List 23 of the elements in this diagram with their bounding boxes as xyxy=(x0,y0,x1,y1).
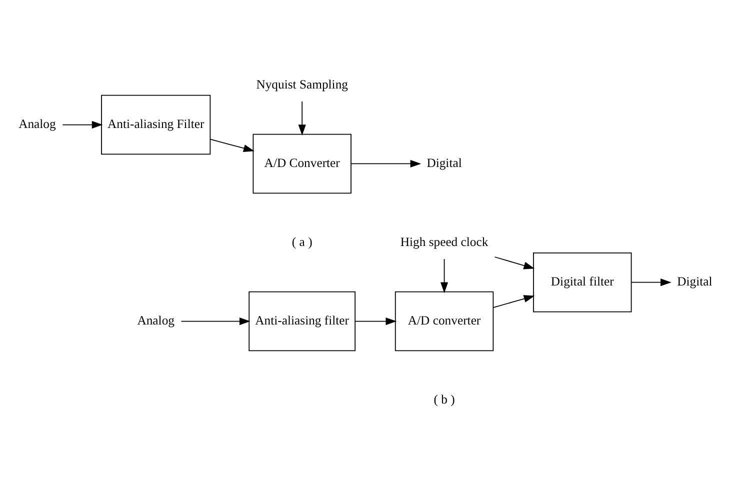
arrow xyxy=(492,294,535,308)
node-text: Digital xyxy=(677,274,712,288)
arrow xyxy=(62,120,103,128)
node-text: High speed clock xyxy=(400,234,488,248)
node-box: Anti-aliasing filter xyxy=(248,290,356,351)
label: ( b ) xyxy=(434,392,455,406)
node-box: Anti-aliasing Filter xyxy=(101,94,211,154)
arrow xyxy=(354,316,397,325)
node-text: Nyquist Sampling xyxy=(256,76,348,91)
arrow xyxy=(180,316,250,325)
node-text: Digital xyxy=(426,156,462,170)
node-box: Digital filter xyxy=(533,252,632,312)
node-box: A/D converter xyxy=(394,290,494,351)
arrow xyxy=(494,256,535,269)
arrow xyxy=(440,258,448,293)
arrow xyxy=(210,138,254,152)
arrow xyxy=(298,100,306,136)
label: ( a ) xyxy=(292,234,312,248)
arrow xyxy=(350,159,422,168)
arrow xyxy=(630,278,672,286)
node-text: Analog xyxy=(18,116,56,131)
node-text: Analog xyxy=(137,313,174,328)
node-box: A/D Converter xyxy=(252,133,352,194)
